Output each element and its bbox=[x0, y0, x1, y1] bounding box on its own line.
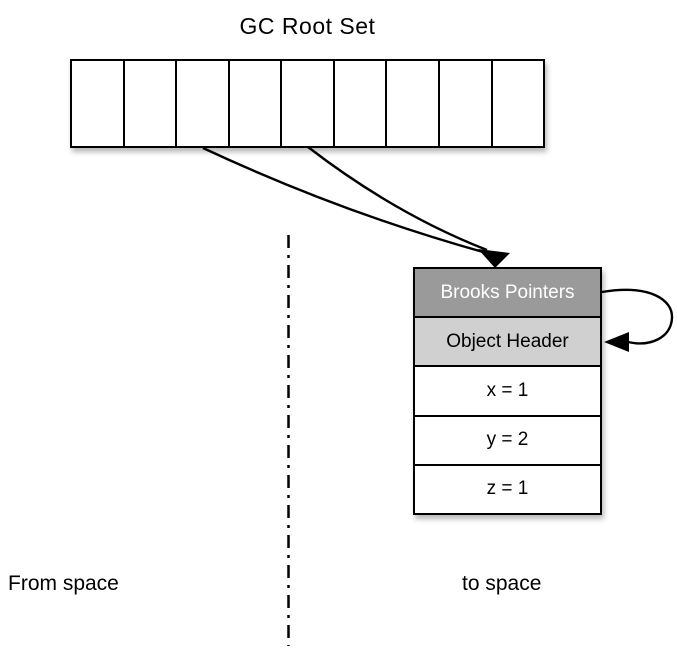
object-row-object-header: Object Header bbox=[415, 318, 600, 368]
object-row-z-1: z = 1 bbox=[415, 465, 600, 514]
root-set-cell-6 bbox=[334, 61, 388, 146]
root-set-cell-8 bbox=[439, 61, 493, 146]
object-row-brooks-pointers: Brooks Pointers bbox=[415, 269, 600, 319]
gc-root-set-array bbox=[70, 59, 545, 148]
root-pointer-arrowhead-icon bbox=[478, 249, 510, 268]
self-loop-arrow bbox=[601, 288, 674, 345]
object-row-y-2: y = 2 bbox=[415, 416, 600, 466]
object-row-x-1: x = 1 bbox=[415, 367, 600, 417]
root-pointer-arrow-2 bbox=[307, 146, 488, 252]
root-set-cell-2 bbox=[124, 61, 178, 146]
root-set-cell-7 bbox=[387, 61, 440, 146]
from-space-label: From space bbox=[8, 572, 119, 595]
root-set-cell-1 bbox=[72, 61, 125, 146]
to-space-label: to space bbox=[462, 572, 542, 595]
root-set-cell-9 bbox=[492, 61, 544, 146]
root-set-cell-3 bbox=[177, 61, 230, 146]
root-pointer-arrow-1 bbox=[202, 146, 484, 254]
root-set-cell-4 bbox=[229, 61, 283, 146]
diagram-title: GC Root Set bbox=[239, 13, 376, 39]
root-set-cell-5 bbox=[282, 61, 335, 146]
self-loop-arrowhead-icon bbox=[604, 332, 629, 352]
